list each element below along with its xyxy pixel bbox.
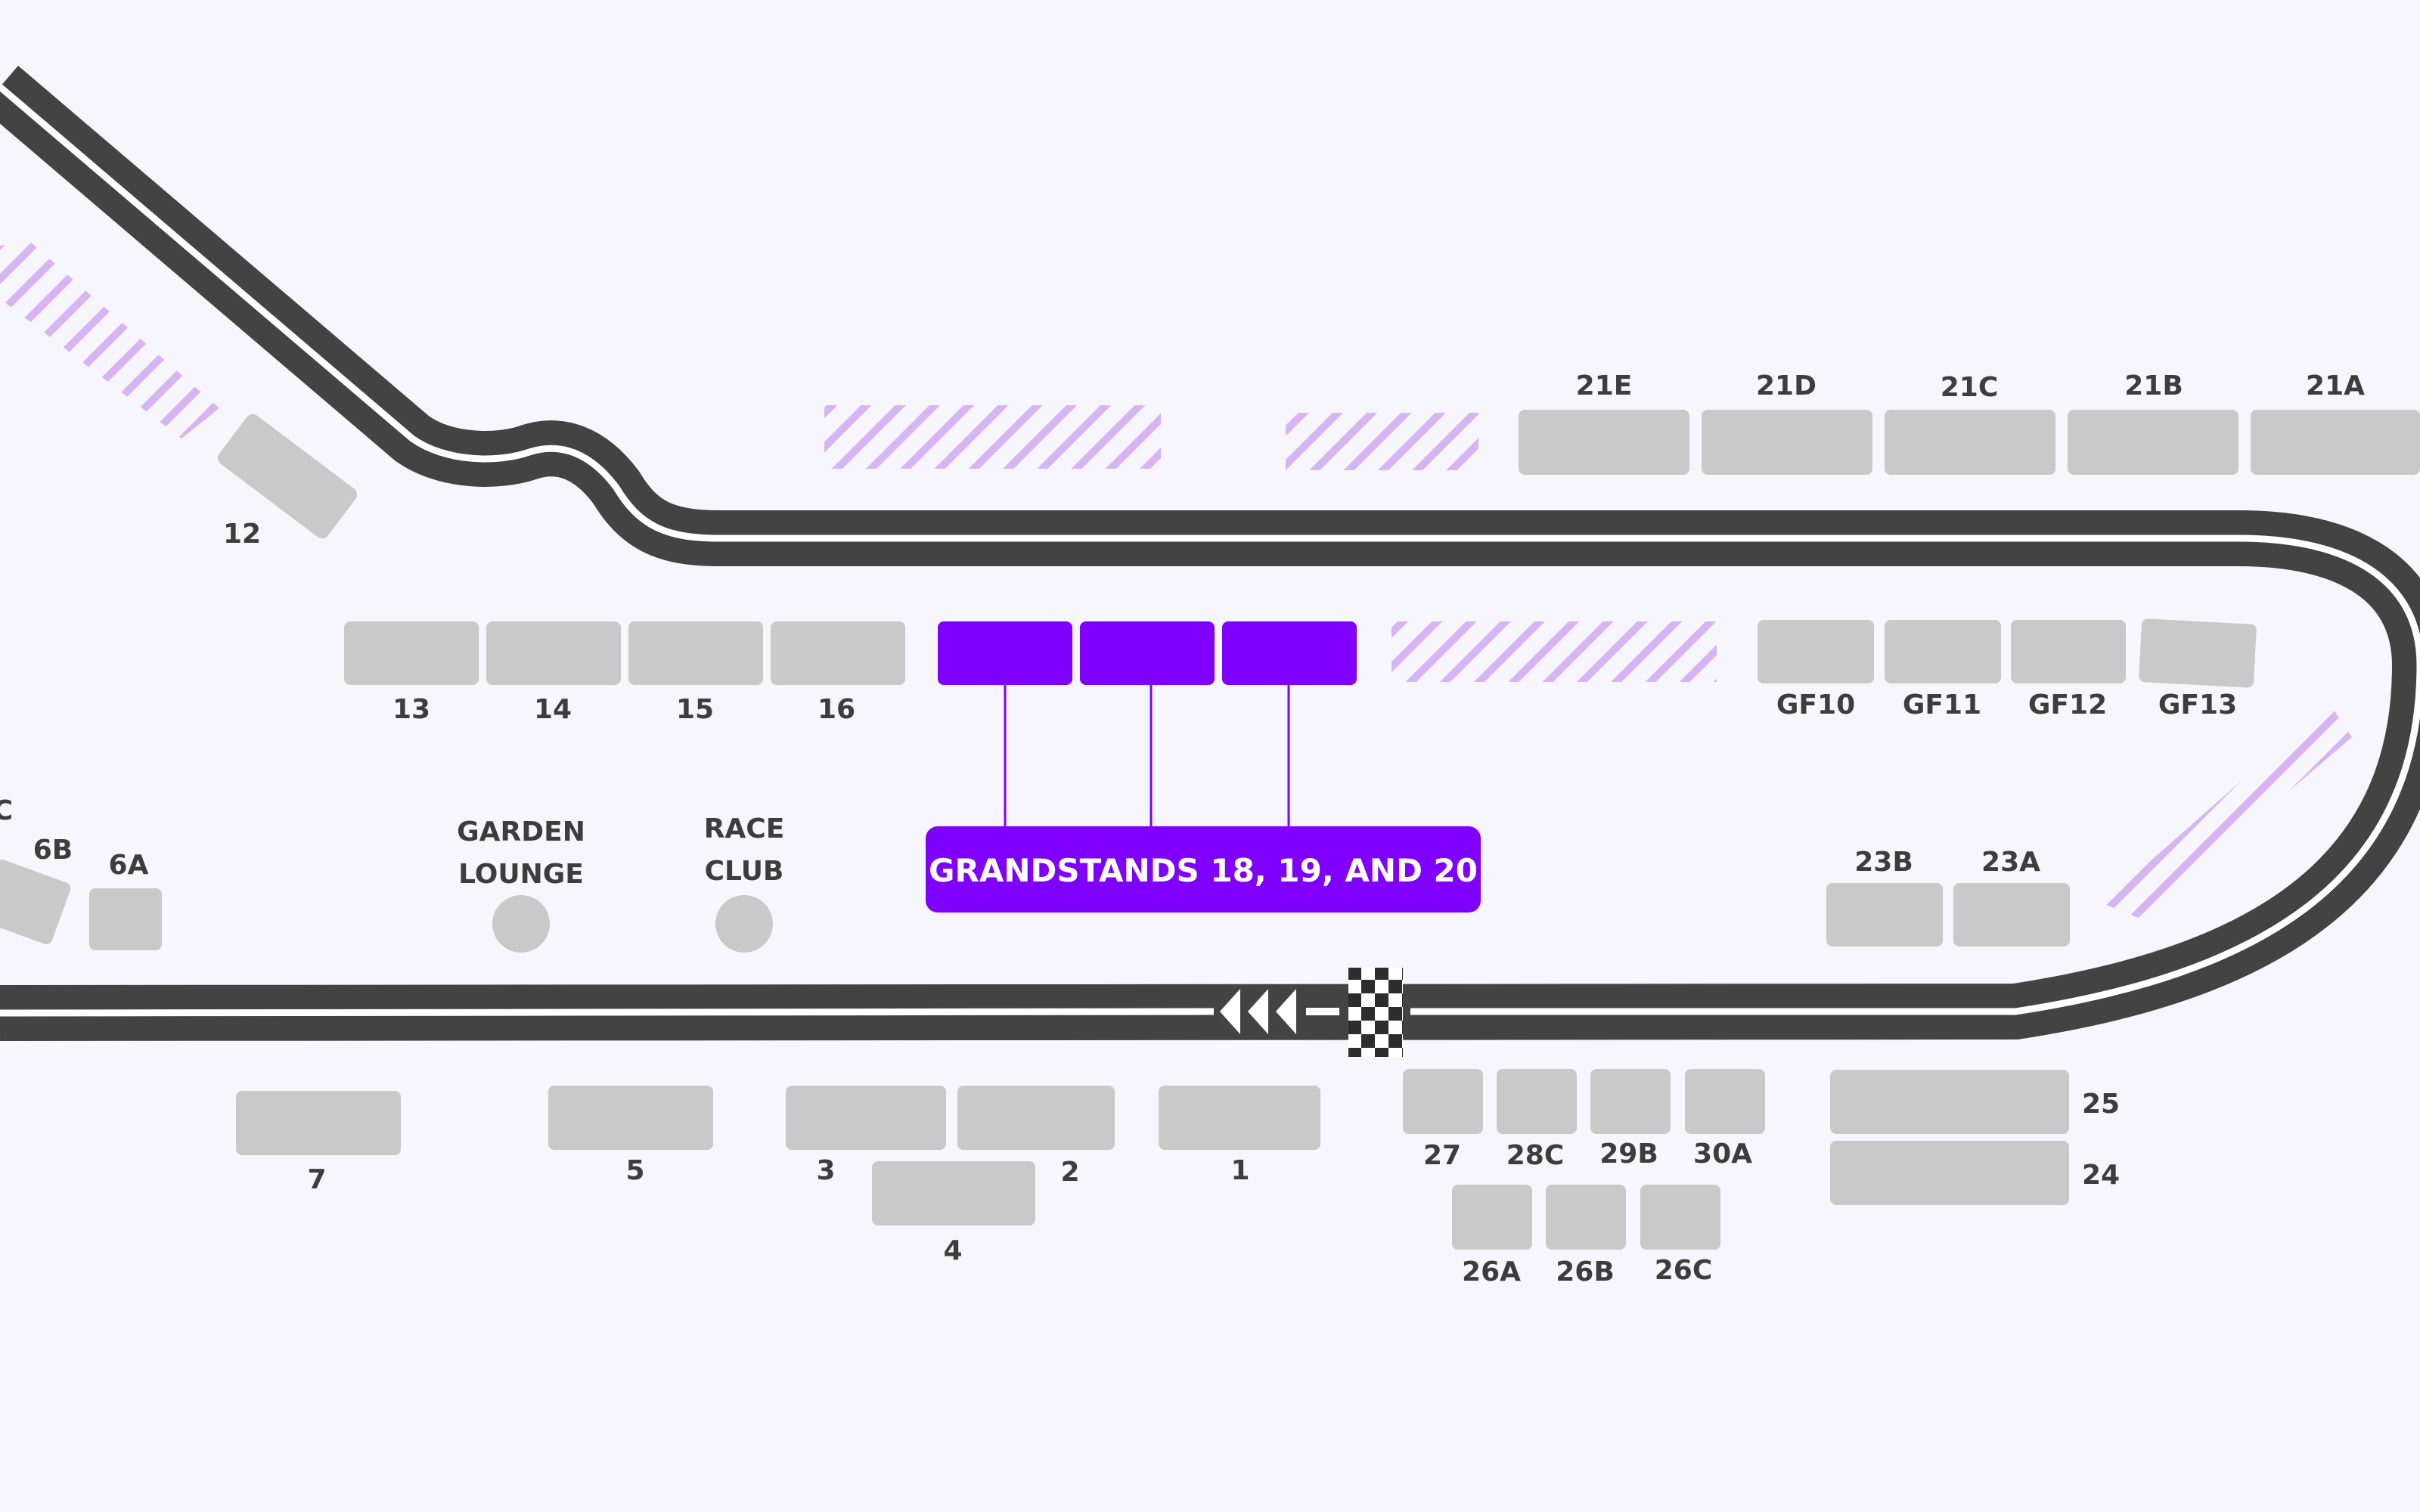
svg-text:1: 1 — [1230, 1155, 1249, 1186]
restricted-zone-top-left — [0, 242, 219, 438]
callout-box — [926, 826, 1481, 912]
grandstand-19[interactable] — [1080, 621, 1215, 685]
grandstand-26c[interactable]: 26C — [1640, 1185, 1720, 1286]
svg-text:15: 15 — [676, 694, 714, 725]
garden-lounge-marker-icon — [492, 895, 550, 953]
grandstand-6c[interactable]: C — [0, 795, 13, 826]
svg-text:28C: 28C — [1506, 1140, 1565, 1171]
svg-text:CLUB: CLUB — [705, 856, 784, 887]
svg-text:C: C — [0, 795, 13, 826]
grandstand-16[interactable]: 16 — [771, 621, 905, 725]
grandstand-21c[interactable]: 21C — [1885, 372, 2055, 475]
grandstand-13[interactable]: 13 — [344, 621, 479, 725]
start-finish-checkered-flag-icon — [1348, 968, 1403, 1057]
grandstand-18[interactable] — [938, 621, 1072, 685]
grandstand-24[interactable]: 24 — [1830, 1141, 2120, 1205]
race-track — [0, 65, 2420, 1057]
grandstand-27[interactable]: 27 — [1403, 1069, 1483, 1171]
svg-text:16: 16 — [818, 694, 855, 725]
grandstand-21d[interactable]: 21D — [1702, 370, 1872, 475]
grandstand-gf10[interactable]: GF10 — [1758, 620, 1874, 720]
grandstand-1[interactable]: 1 — [1159, 1086, 1320, 1186]
svg-text:4: 4 — [943, 1235, 962, 1266]
restricted-zones — [0, 242, 2352, 919]
svg-text:7: 7 — [307, 1164, 326, 1195]
grandstand-gf12[interactable]: GF12 — [2011, 620, 2126, 720]
track-center-line-lower — [0, 1008, 1215, 1017]
grandstand-14[interactable]: 14 — [486, 621, 621, 725]
svg-text:23B: 23B — [1854, 847, 1913, 878]
svg-text:2: 2 — [1060, 1157, 1079, 1188]
svg-text:24: 24 — [2082, 1160, 2120, 1191]
grandstand-gf11[interactable]: GF11 — [1885, 620, 2001, 720]
svg-text:21B: 21B — [2124, 370, 2183, 401]
grandstand-7[interactable]: 7 — [236, 1091, 401, 1195]
grandstand-6b[interactable]: 6B — [0, 835, 73, 946]
grandstand-26b[interactable]: 26B — [1546, 1185, 1626, 1287]
track-center-line-upper — [0, 84, 2420, 1015]
highlighted-grandstands[interactable]: GRANDSTANDS 18, 19, AND 20 — [926, 621, 1481, 912]
svg-text:21A: 21A — [2306, 370, 2365, 401]
svg-text:14: 14 — [534, 694, 572, 725]
pit-dash-icon — [1306, 1008, 1339, 1015]
grandstand-20[interactable] — [1222, 621, 1357, 685]
svg-text:21D: 21D — [1756, 370, 1817, 401]
race-club[interactable]: RACE CLUB — [704, 813, 785, 953]
grandstand-21e[interactable]: 21E — [1519, 370, 1689, 475]
restricted-zone-right-turn — [2102, 703, 2352, 919]
grandstand-15[interactable]: 15 — [628, 621, 763, 725]
svg-text:21E: 21E — [1576, 370, 1633, 401]
svg-text:GF11: GF11 — [1903, 689, 1981, 720]
svg-text:GF10: GF10 — [1776, 689, 1855, 720]
restricted-zone-top-center-2 — [1286, 413, 1478, 470]
svg-text:23A: 23A — [1981, 847, 2040, 878]
svg-text:26A: 26A — [1462, 1256, 1521, 1287]
svg-text:RACE: RACE — [704, 813, 785, 844]
grandstand-3[interactable]: 3 — [786, 1086, 946, 1186]
svg-text:26C: 26C — [1655, 1255, 1713, 1286]
restricted-zone-top-center-1 — [824, 405, 1161, 469]
svg-text:GARDEN: GARDEN — [457, 816, 585, 847]
grandstand-2[interactable]: 2 — [957, 1086, 1115, 1188]
svg-text:13: 13 — [392, 694, 430, 725]
grandstand-23a[interactable]: 23A — [1953, 847, 2070, 947]
grandstand-21a[interactable]: 21A — [2251, 370, 2420, 475]
svg-text:5: 5 — [625, 1155, 644, 1186]
svg-text:29B: 29B — [1599, 1139, 1658, 1170]
svg-text:25: 25 — [2082, 1089, 2120, 1120]
svg-text:6B: 6B — [33, 835, 73, 866]
svg-text:6A: 6A — [109, 850, 149, 881]
callout-label: GRANDSTANDS 18, 19, AND 20 — [929, 852, 1478, 889]
grandstand-gf13[interactable]: GF13 — [2139, 618, 2257, 720]
svg-text:GF12: GF12 — [2028, 689, 2107, 720]
svg-text:21C: 21C — [1941, 372, 1999, 403]
grandstand-23b[interactable]: 23B — [1826, 847, 1943, 947]
grandstand-4[interactable]: 4 — [872, 1161, 1035, 1266]
svg-text:LOUNGE: LOUNGE — [458, 859, 584, 890]
svg-text:3: 3 — [816, 1155, 835, 1186]
svg-text:30A: 30A — [1693, 1139, 1752, 1170]
grandstand-25[interactable]: 25 — [1830, 1070, 2120, 1134]
svg-text:12: 12 — [223, 519, 261, 550]
svg-text:GF13: GF13 — [2158, 689, 2237, 720]
grandstand-5[interactable]: 5 — [548, 1086, 713, 1186]
race-club-marker-icon — [715, 895, 773, 953]
svg-text:26B: 26B — [1556, 1256, 1615, 1287]
grandstand-26a[interactable]: 26A — [1452, 1185, 1532, 1287]
grandstand-29b[interactable]: 29B — [1590, 1069, 1671, 1170]
direction-arrows-icon — [1220, 989, 1296, 1034]
svg-text:27: 27 — [1423, 1140, 1461, 1171]
grandstand-6a[interactable]: 6A — [89, 850, 162, 950]
grandstand-12[interactable]: 12 — [215, 411, 360, 550]
garden-lounge[interactable]: GARDEN LOUNGE — [457, 816, 585, 953]
grandstand-28c[interactable]: 28C — [1497, 1069, 1577, 1171]
restricted-zone-mid — [1392, 621, 1717, 682]
grandstand-30a[interactable]: 30A — [1685, 1069, 1765, 1170]
grandstand-21b[interactable]: 21B — [2068, 370, 2238, 475]
